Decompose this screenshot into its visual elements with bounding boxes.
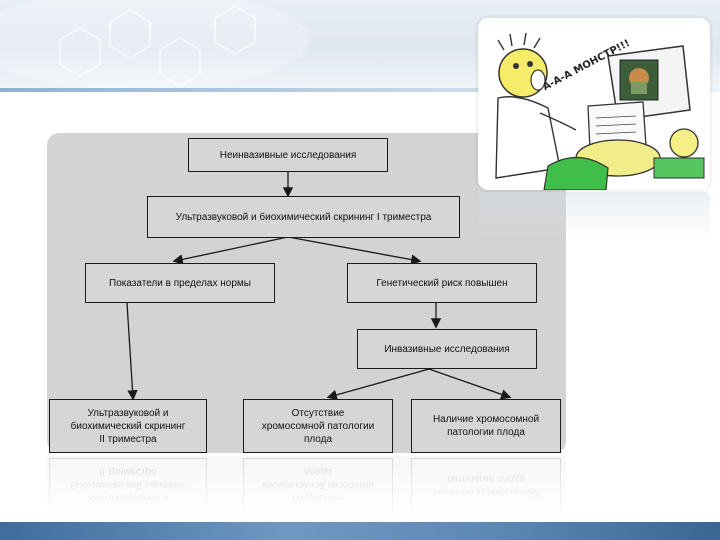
arrow-screening-to-normal bbox=[172, 236, 289, 265]
node-normal-values: Показатели в пределах нормы bbox=[85, 263, 275, 303]
reflection-fade bbox=[47, 456, 566, 522]
node-chromosomal-pathology: Наличие хромосомной патологии плода bbox=[411, 399, 561, 453]
header-rule bbox=[0, 88, 720, 92]
node-second-trimester-screening: Ультразвуковой и биохимический скрининг … bbox=[49, 399, 207, 453]
reflection-node-pathology: Наличие хромосомной патологии плода bbox=[411, 458, 561, 512]
patient-figure bbox=[543, 128, 705, 191]
ultrasound-doctor-cartoon-icon bbox=[495, 32, 705, 191]
arrow-invasive-to-no-pathology bbox=[326, 368, 430, 400]
doctor-figure bbox=[495, 32, 577, 179]
reflection-node-no-pathology: Отсутствие хромосомной патологии плода bbox=[243, 458, 393, 512]
reflection-node-second-trimester: Ультразвуковой и биохимический скрининг … bbox=[49, 458, 207, 512]
node-high-genetic-risk: Генетический риск повышен bbox=[347, 263, 537, 303]
flowchart-reflection: Ультразвуковой и биохимический скрининг … bbox=[47, 456, 566, 522]
arrow-invasive-to-pathology bbox=[428, 368, 512, 400]
arrow-screening-to-risk bbox=[287, 236, 422, 265]
flowchart-arrows bbox=[126, 171, 512, 401]
arrow-normal-to-screening2 bbox=[126, 302, 138, 401]
footer-band bbox=[0, 522, 720, 540]
node-first-trimester-screening: Ультразвуковой и биохимический скрининг … bbox=[147, 196, 460, 238]
header-hexagon-pattern bbox=[0, 0, 310, 90]
ultrasound-cartoon-illustration: А-А-А МОНСТР!!! bbox=[478, 18, 710, 191]
node-invasive-tests: Инвазивные исследования bbox=[357, 329, 537, 369]
node-no-chromosomal-pathology: Отсутствие хромосомной патологии плода bbox=[243, 399, 393, 453]
node-noninvasive-tests: Неинвазивные исследования bbox=[188, 138, 388, 172]
cartoon-reflection bbox=[478, 192, 710, 240]
monitor-icon bbox=[607, 45, 691, 121]
